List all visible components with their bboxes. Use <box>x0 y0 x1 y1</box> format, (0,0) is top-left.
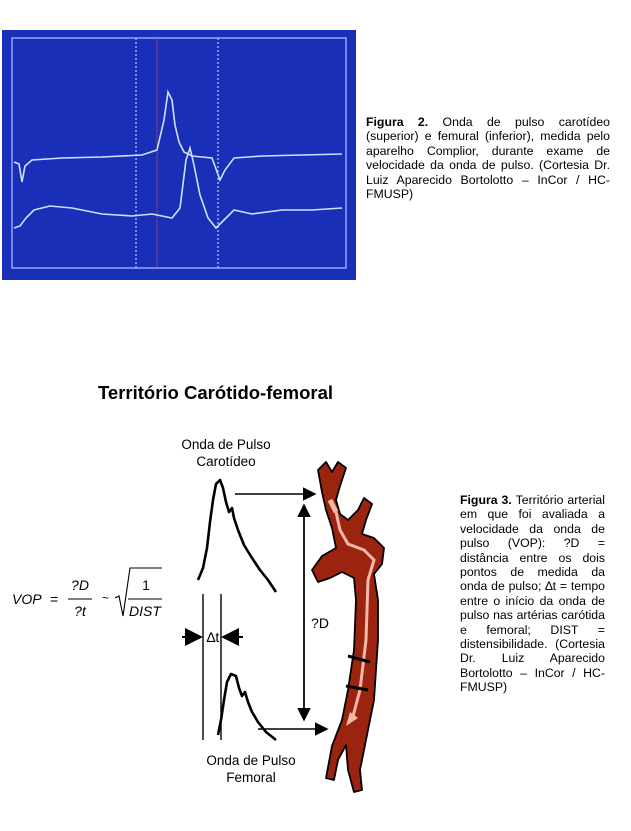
carotid-pulse-wave <box>196 478 278 593</box>
figure2-caption: Figura 2. Onda de pulso carotídeo (super… <box>366 115 610 201</box>
delta-t-label: ∆t <box>207 629 220 645</box>
femoral-trace <box>13 145 343 230</box>
delta-d-label: ?D <box>311 615 329 631</box>
carotid-trace <box>13 89 343 183</box>
carotid-label-line1: Onda de Pulso <box>181 437 270 452</box>
formula-equals: = <box>50 591 58 607</box>
figure3-caption-label: Figura 3. <box>460 493 512 507</box>
oscilloscope-image <box>2 30 356 280</box>
formula-root-numerator: 1 <box>142 577 150 593</box>
figure3-caption: Figura 3. Território arterial em que foi… <box>460 493 605 695</box>
femoral-label-line2: Femoral <box>226 770 276 785</box>
artery-flow-arrow-bottom <box>346 712 358 726</box>
figure2-caption-text: Onda de pulso carotídeo (superior) e fem… <box>366 115 611 202</box>
artery-flow-path <box>334 511 376 721</box>
femoral-pulse-wave <box>216 672 277 742</box>
formula-numerator: ?D <box>71 577 89 593</box>
artery-body <box>311 461 385 793</box>
formula-lhs: VOP <box>12 591 42 607</box>
scope-frame <box>11 37 347 269</box>
carotid-label-line2: Carotídeo <box>196 454 255 469</box>
figure3-caption-text: Território arterial em que foi avaliada … <box>460 493 605 695</box>
artery-flow-arrow-top <box>327 498 339 514</box>
vop-formula: VOP = ?D ?t ~ 1 DIST <box>12 567 162 619</box>
formula-denominator: ?t <box>74 603 87 619</box>
formula-root-denominator: DIST <box>129 603 162 619</box>
figure2-caption-label: Figura 2. <box>366 115 429 129</box>
figure3-diagram: Onda de Pulso Carotídeo Onda de Pulso Fe… <box>12 437 385 793</box>
artery-band-upper <box>347 654 371 664</box>
section-title: Território Carótido-femoral <box>98 382 334 403</box>
artery-illustration <box>311 461 385 793</box>
formula-sqrt-sign <box>114 567 162 617</box>
femoral-label-line1: Onda de Pulso <box>206 753 295 768</box>
artery-band-lower <box>345 684 369 692</box>
formula-approx: ~ <box>102 591 109 605</box>
